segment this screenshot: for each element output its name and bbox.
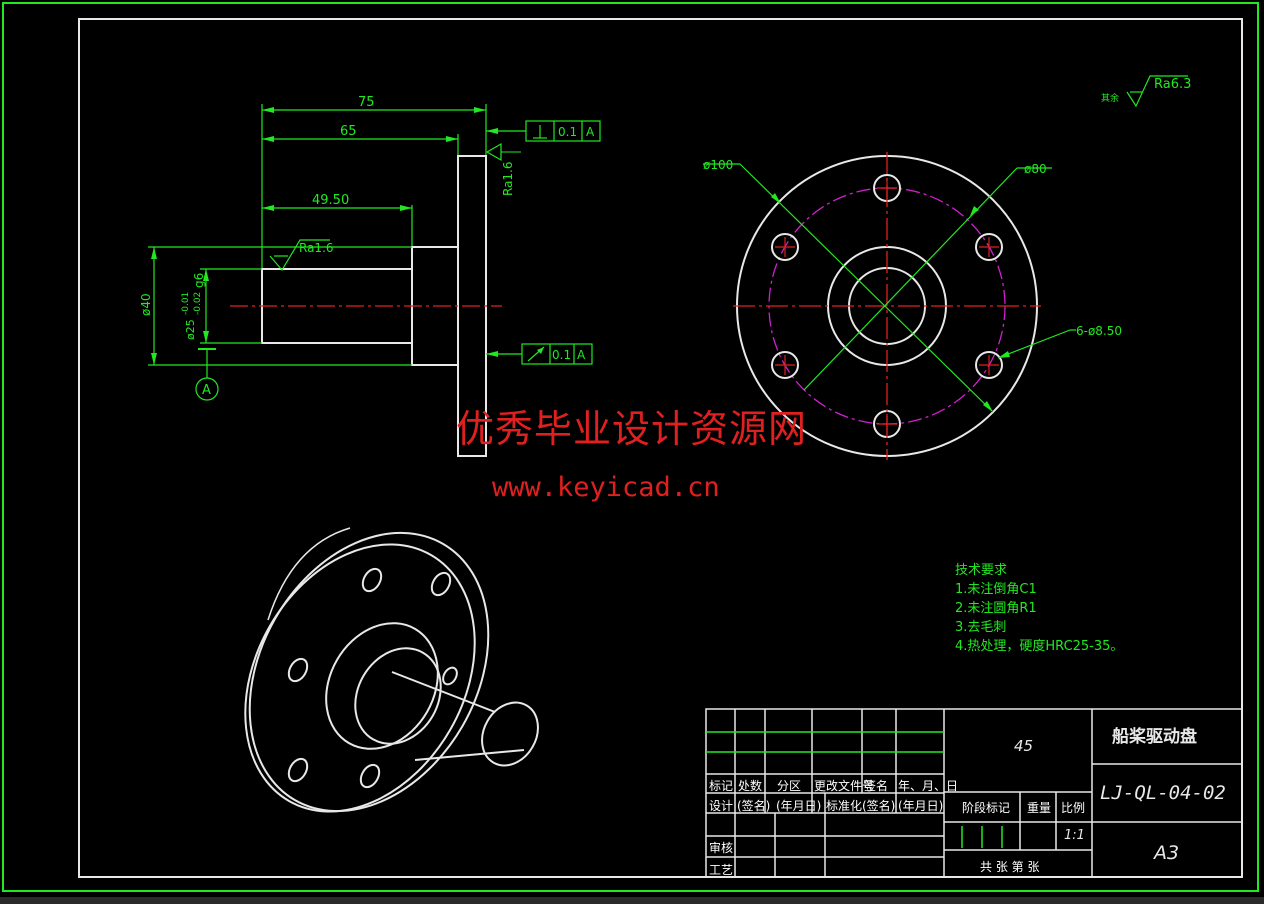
standard-label: 标准化	[826, 799, 863, 813]
drawing-number: LJ-QL-04-02	[1100, 782, 1226, 804]
iso-hole	[430, 571, 452, 597]
hdr-sign: 签名	[864, 779, 889, 793]
tech-req-item: 1.未注倒角C1	[955, 582, 1037, 597]
stage-mark-label: 阶段标记	[962, 801, 1011, 815]
technical-requirements: 技术要求 1.未注倒角C1 2.未注圆角R1 3.去毛刺 4.热处理，硬度HRC…	[955, 561, 1123, 656]
isometric-view	[244, 527, 539, 813]
bolt-hole	[975, 351, 1003, 379]
iso-hole	[442, 666, 458, 686]
tolerance-frame-top	[525, 120, 601, 142]
bolt-hole	[771, 233, 799, 261]
bottom-scrollbar[interactable]	[0, 897, 1264, 904]
bolt-hole	[975, 233, 1003, 261]
weight-label: 重量	[1027, 801, 1052, 815]
iso-hole	[361, 567, 383, 593]
dim-65: 65	[340, 124, 357, 139]
standard-sign: (签名)	[862, 799, 896, 813]
tol-top-datum: A	[586, 125, 595, 139]
hdr-mark: 标记	[709, 779, 734, 793]
dim-tol-lower: -0.02	[193, 292, 203, 315]
roughness-others: 其余 Ra6.3	[1101, 75, 1191, 108]
tol-bottom-datum: A	[577, 348, 586, 362]
design-sign: (签名)	[737, 799, 771, 813]
tol-bottom-value: 0.1	[552, 348, 571, 362]
sheets-label: 共 张 第 张	[980, 860, 1040, 874]
iso-flange-front	[244, 543, 476, 813]
part-name: 船桨驱动盘	[1112, 727, 1197, 747]
dim-d25: ø25	[184, 319, 197, 340]
iso-hub-step	[354, 647, 442, 745]
tech-req-item: 3.去毛刺	[955, 620, 1007, 635]
iso-hole	[359, 763, 381, 789]
inner-frame	[78, 18, 1243, 878]
tolerance-frame-bottom	[521, 343, 593, 365]
iso-hole	[287, 757, 309, 783]
dim-d100: ø100	[703, 158, 733, 172]
iso-hub	[325, 622, 439, 750]
hdr-change: 更改文件号	[814, 779, 875, 793]
bolt-hole	[771, 351, 799, 379]
design-label: 设计	[709, 799, 734, 813]
title-block-grid	[705, 708, 1243, 878]
dim-49-50: 49.50	[312, 193, 349, 208]
scale-value: 1:1	[1064, 828, 1085, 843]
design-date: (年月日)	[776, 799, 822, 813]
iso-hole	[287, 657, 309, 683]
iso-shaft-end	[481, 701, 539, 767]
iso-shaft	[391, 671, 525, 761]
material: 45	[1014, 737, 1034, 755]
side-view: 75 65 49.50 Ra1.6 ø40 ø25 -0.01 -0.02 g6	[139, 95, 601, 457]
dim-d40: ø40	[139, 293, 153, 316]
tol-top-value: 0.1	[558, 125, 577, 139]
outer-frame	[2, 2, 1259, 892]
watermark-title: 优秀毕业设计资源网	[456, 407, 808, 451]
datum-label: A	[202, 383, 211, 398]
tech-req-item: 2.未注圆角R1	[955, 601, 1037, 616]
roughness-other-label: 其余	[1101, 92, 1119, 104]
tech-req-title: 技术要求	[955, 563, 1008, 578]
process-label: 工艺	[709, 863, 734, 877]
sheet-size: A3	[1154, 842, 1180, 864]
watermark-url[interactable]: www.keyicad.cn	[492, 472, 720, 503]
hdr-zone: 分区	[777, 779, 802, 793]
review-label: 审核	[709, 841, 734, 855]
hdr-date: 年、月、日	[898, 779, 959, 793]
tech-req-item: 4.热处理，硬度HRC25-35。	[955, 639, 1124, 654]
front-view: ø100 ø80 6-ø8.50	[703, 152, 1122, 460]
roughness-other: Ra6.3	[1154, 77, 1191, 92]
standard-date: (年月日)	[898, 799, 944, 813]
datum-symbol	[195, 377, 219, 401]
dim-fit: g6	[192, 273, 206, 288]
hdr-count: 处数	[738, 779, 763, 793]
dim-75: 75	[358, 95, 375, 110]
ratio-label: 比例	[1061, 801, 1086, 815]
dim-d80: ø80	[1024, 162, 1047, 176]
dim-holes: 6-ø8.50	[1076, 324, 1122, 338]
roughness-side: Ra1.6	[501, 161, 515, 196]
roughness-top: Ra1.6	[299, 241, 334, 255]
dim-tol-upper: -0.01	[181, 292, 191, 315]
